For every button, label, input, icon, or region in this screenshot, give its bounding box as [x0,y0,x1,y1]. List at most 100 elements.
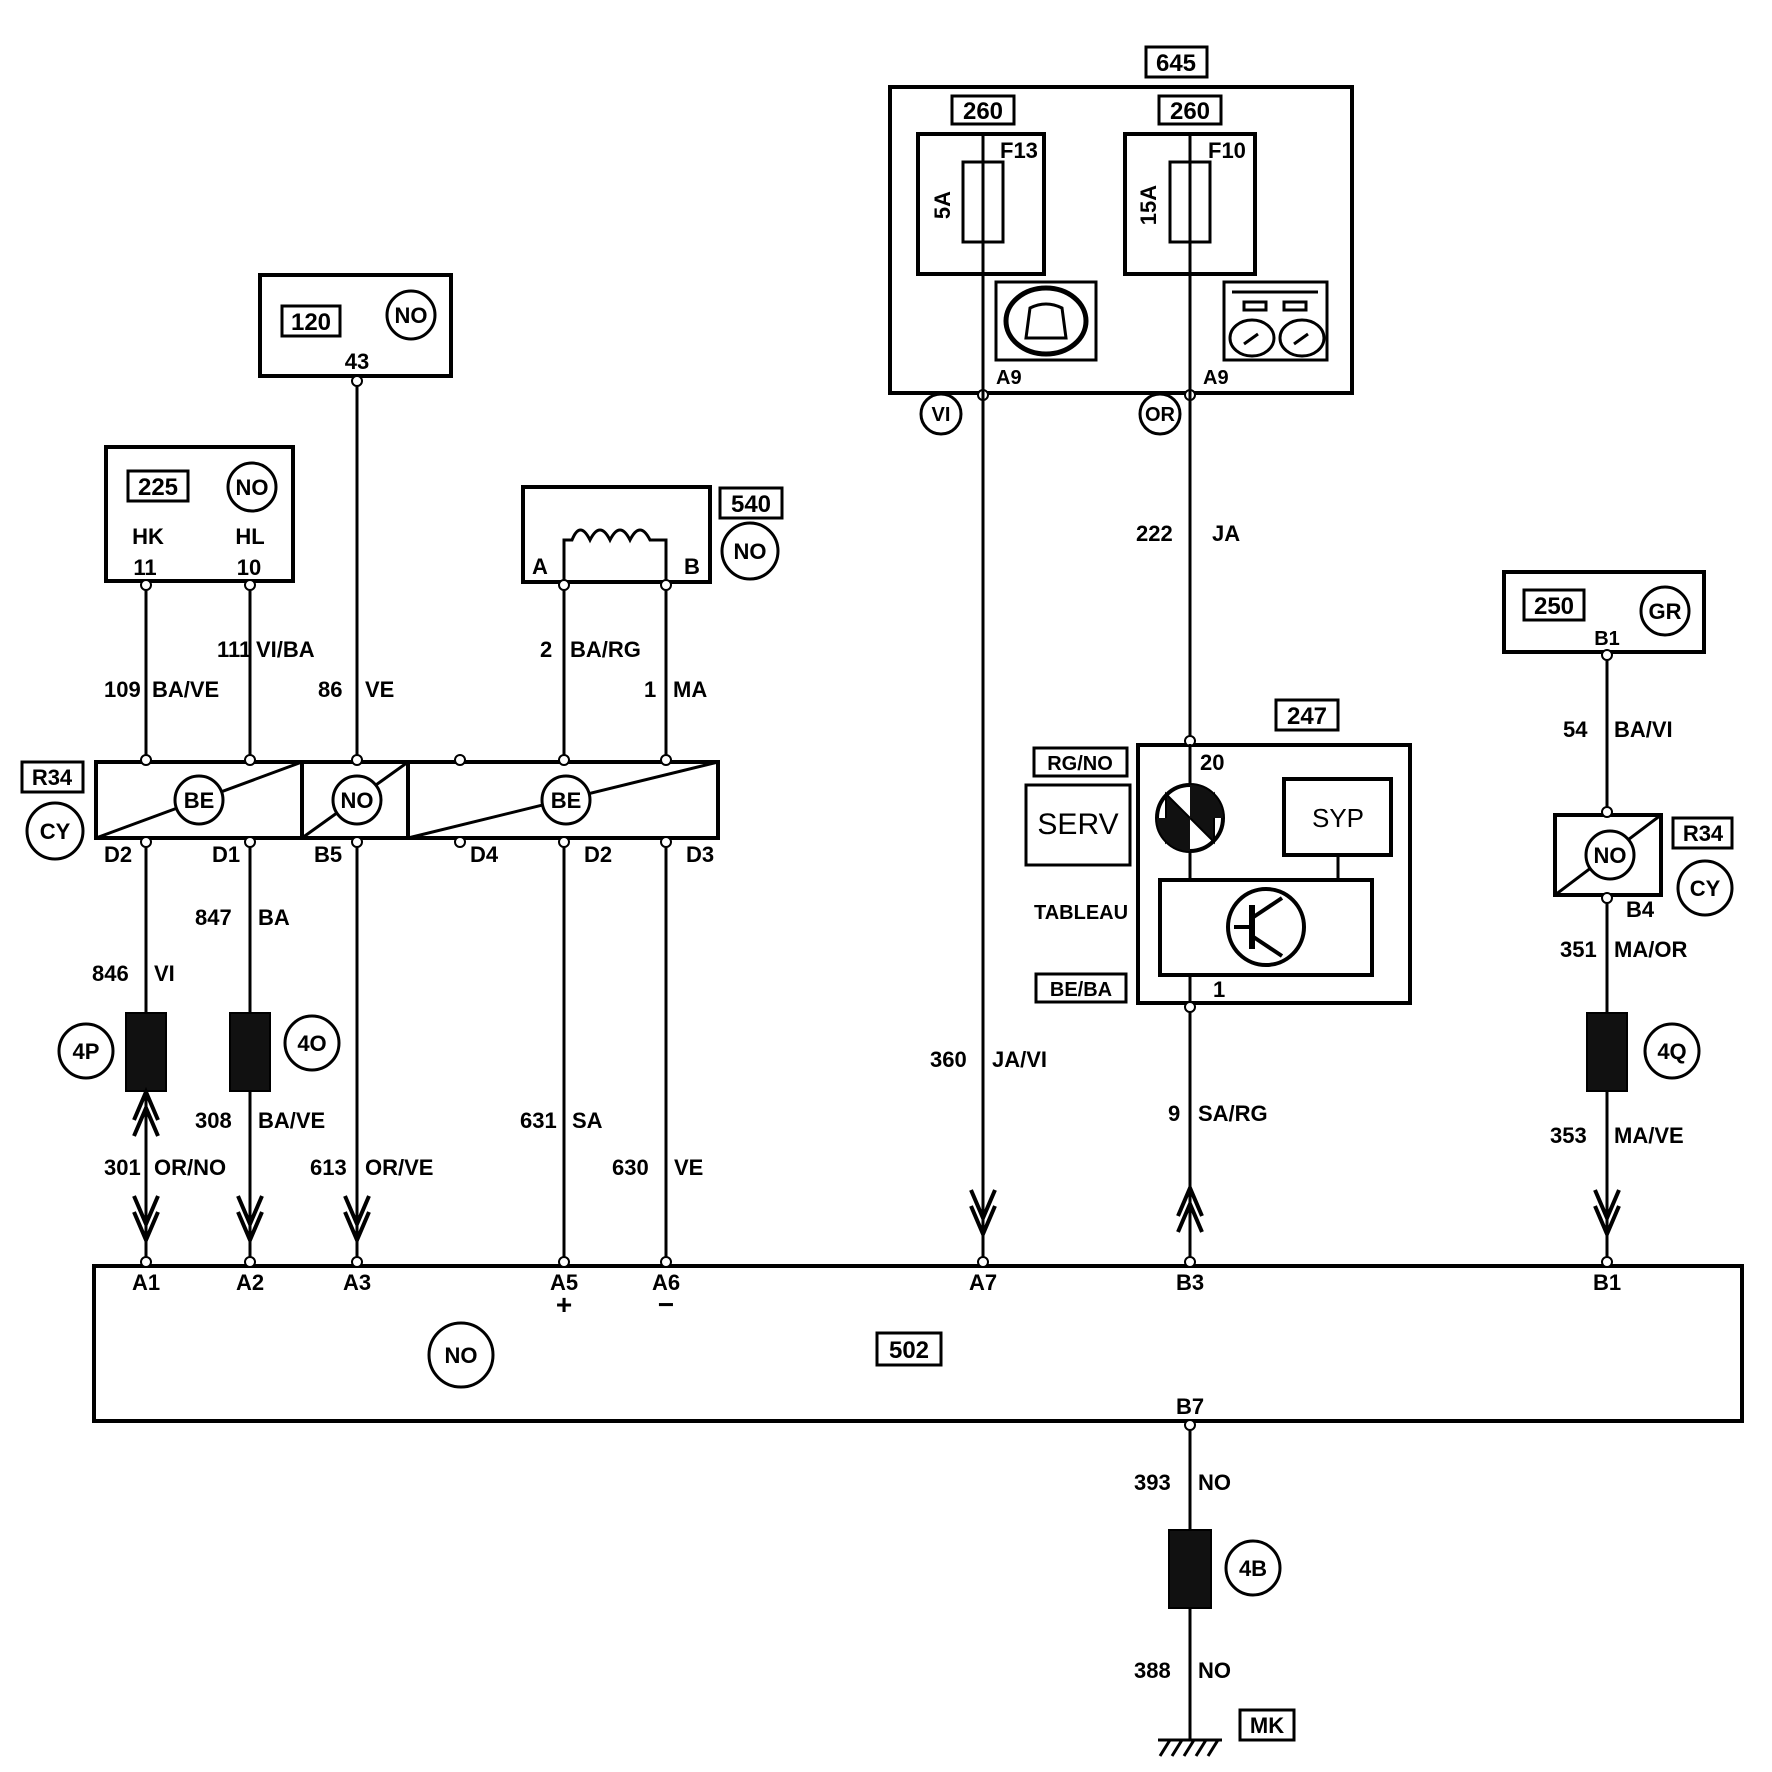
component-250-label: 250 [1534,593,1574,620]
wire-630-color: VE [674,1155,703,1180]
component-250-pin: B1 [1594,628,1620,650]
component-225-pin-10: 10 [237,555,261,580]
component-502-pin-a6: A6 [652,1270,680,1295]
wire-630-number: 630 [612,1155,649,1180]
r34-left-section-2: NO [341,788,374,813]
fuse-f13-name: F13 [1000,138,1038,163]
wire-54-number: 54 [1563,717,1588,742]
component-247-pin-bottom: 1 [1213,977,1225,1002]
wire-109-number: 109 [104,677,141,702]
ground-label: MK [1250,1713,1284,1738]
component-247-serv: SERV [1037,808,1118,841]
fuse-f10-box-label: 260 [1170,98,1210,125]
component-247-tableau: TABLEAU [1034,902,1128,924]
wire-353-number: 353 [1550,1123,1587,1148]
component-250-color: GR [1649,599,1682,624]
component-120-pin: 43 [345,349,369,374]
wire-301-number: 301 [104,1155,141,1180]
wire-86-number: 86 [318,677,342,702]
component-247-label-bottom: BE/BA [1050,979,1112,1001]
component-502-label: 502 [889,1337,929,1364]
component-120: 120 NO 43 [258,273,453,387]
wire-847-number: 847 [195,905,232,930]
instrument-cluster-icon [1222,280,1329,362]
component-645: 645 [888,45,1354,395]
r34-left-label: R34 [32,765,73,790]
component-502-plus: + [556,1289,572,1320]
warning-lamp-icon [1155,783,1225,853]
wire-351-color: MA/OR [1614,937,1687,962]
inline-connector-4p: 4P [57,1012,167,1092]
component-120-color: NO [395,303,428,328]
component-645-label: 645 [1156,50,1196,77]
component-250: 250 GR B1 [1502,570,1706,661]
fuse-f13-rating: 5A [930,191,955,219]
wire-2-number: 2 [540,637,552,662]
component-502-pin-b3: B3 [1176,1270,1204,1295]
signal-arrows [132,1086,1621,1246]
wire-86-color: VE [365,677,394,702]
wire-308-color: BA/VE [258,1108,325,1133]
component-225-pin-11: 11 [133,555,156,580]
inline-connector-4q: 4Q [1586,1012,1701,1092]
component-247-label: 247 [1287,703,1327,730]
component-540: 540 NO A B [521,485,784,591]
wire-846-color: VI [154,961,175,986]
fuse-f10-rating: 15A [1136,185,1161,225]
component-540-color: NO [734,539,767,564]
component-502-pin-a7: A7 [969,1270,997,1295]
wire-308-number: 308 [195,1108,232,1133]
wire-222-number: 222 [1136,521,1173,546]
connector-4b-label: 4B [1239,1556,1267,1581]
r34-left-color: CY [40,819,71,844]
wire-360-color: JA/VI [992,1047,1047,1072]
wire-360-number: 360 [930,1047,967,1072]
steering-wheel-icon [1003,285,1089,357]
component-540-label: 540 [731,491,771,518]
component-225-color: NO [236,475,269,500]
ground-mk: MK [1158,1708,1296,1757]
wire-353-color: MA/VE [1614,1123,1684,1148]
wire-393-number: 393 [1134,1470,1171,1495]
wire-111-number: 111 [217,637,251,662]
fuse-f10-name: F10 [1208,138,1246,163]
wire-351-number: 351 [1560,937,1597,962]
component-120-label: 120 [291,309,331,336]
wire-388-color: NO [1198,1658,1231,1683]
r34-left-pin-d3: D3 [686,842,714,867]
r34-right-label: R34 [1683,821,1724,846]
wire-9-color: SA/RG [1198,1101,1268,1126]
component-540-pin-b: B [684,554,700,579]
wire-301-color: OR/NO [154,1155,226,1180]
wire-222-color: JA [1212,521,1240,546]
r34-left-pin-d2a: D2 [104,842,132,867]
wire-846-number: 846 [92,961,129,986]
r34-left-pin-d4: D4 [470,842,499,867]
component-502-pin-b7: B7 [1176,1394,1204,1419]
wire-388-number: 388 [1134,1658,1171,1683]
fuse-f13-pin: A9 [996,367,1022,389]
component-225-pinlabel-hl: HL [235,524,264,549]
r34-left-pin-d1: D1 [212,842,240,867]
wire-2-color: BA/RG [570,637,641,662]
wire-labels: 109 BA/VE 111 VI/BA 86 VE 2 BA/RG 1 MA 2… [92,521,1687,1683]
r34-right-color: CY [1690,876,1721,901]
wire-54-color: BA/VI [1614,717,1673,742]
component-247: 247 RG/NO SERV 20 SYP TABLEAU BE/BA [1024,698,1412,1013]
r34-left-pin-d2b: D2 [584,842,612,867]
connector-4q-label: 4Q [1657,1039,1686,1064]
connector-4o-label: 4O [297,1031,326,1056]
wire-613-color: OR/VE [365,1155,433,1180]
inline-connector-4b: 4B [1168,1529,1282,1609]
r34-right-section: NO [1594,843,1627,868]
r34-left-pin-b5: B5 [314,842,342,867]
wire-111-color: VI/BA [256,637,315,662]
wire-109-color: BA/VE [152,677,219,702]
connector-r34-right: NO R34 CY B4 [1553,806,1734,922]
fuse-f10: 260 F10 15A A9 OR [1123,94,1329,436]
wire-1-number: 1 [644,677,656,702]
transistor-icon [1226,887,1306,967]
component-502: A1 A2 A3 A5 A6 A7 B3 B1 B7 + − NO 502 [92,1256,1744,1431]
r34-left-section-3: BE [551,788,582,813]
